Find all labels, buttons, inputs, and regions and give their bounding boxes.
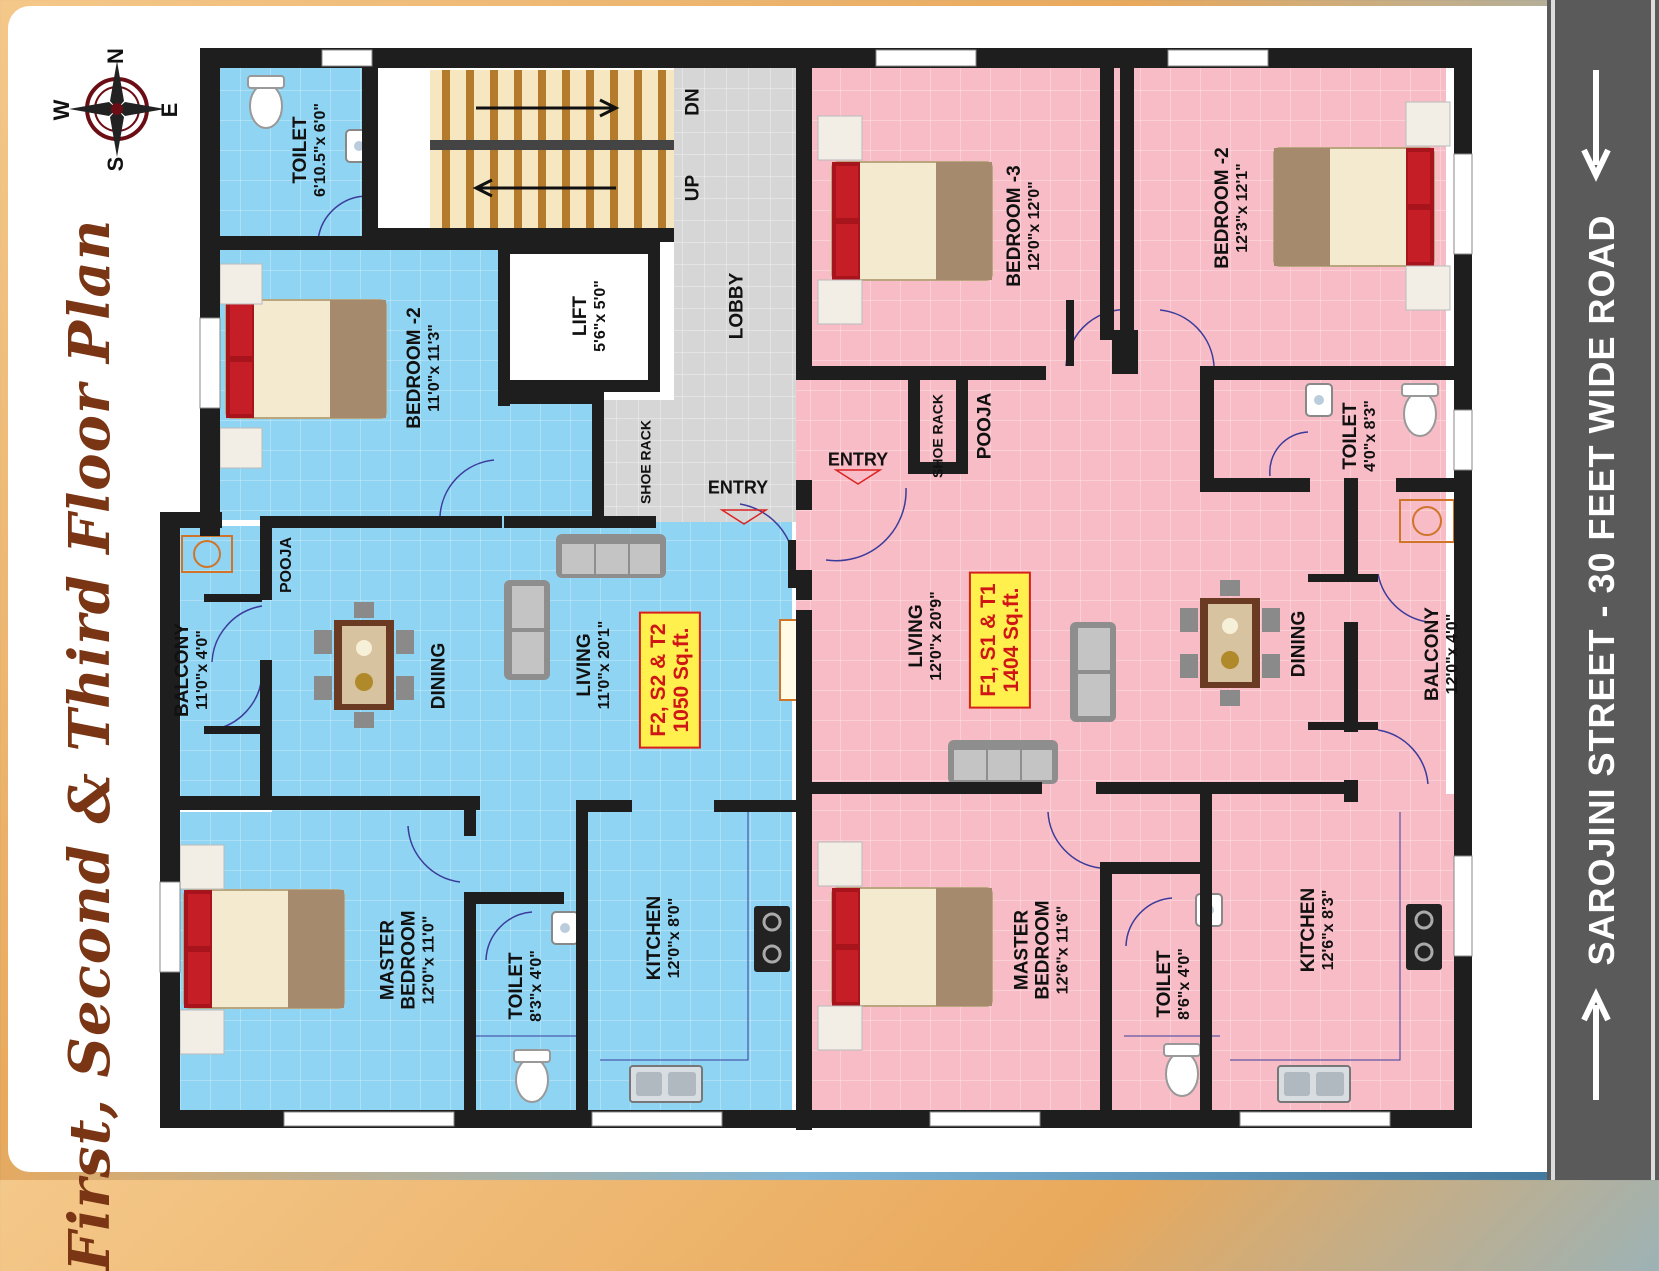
road-label: SAROJINI STREET - 30 FEET WIDE ROAD — [1581, 214, 1622, 966]
left-kitchen-label: KITCHEN 12'0"x 8'0" — [643, 895, 683, 981]
right-toilet-top-label: TOILET 4'0"x 8'3" — [1339, 400, 1379, 472]
right-bedroom2-label: BEDROOM -2 12'3"x 12'1" — [1211, 147, 1251, 269]
lift-label: LIFT 5'6"x 5'0" — [569, 280, 609, 352]
stairs-up-label: UP — [682, 174, 704, 202]
lobby-label: LOBBY — [726, 272, 748, 340]
right-toilet-bottom-label: TOILET 8'6"x 4'0" — [1153, 948, 1193, 1020]
left-pooja-label: POOJA — [278, 536, 296, 594]
left-unit-area-badge: F2, S2 & T2 1050 Sq.ft. — [638, 611, 702, 749]
left-toilet-top-label: TOILET 6'10.5"x 6'0" — [289, 103, 329, 197]
left-bedroom2-label: BEDROOM -2 11'0"x 11'3" — [403, 307, 443, 429]
compass-north: N — [103, 48, 128, 64]
right-master-bedroom-label: MASTER BEDROOM 12'6"x 11'6" — [1011, 900, 1072, 1000]
right-unit-area-badge: F1, S1 & T1 1404 Sq.ft. — [968, 571, 1032, 709]
lobby-shoe-rack-label: SHOE RACK — [637, 419, 654, 505]
left-living-label: LIVING 11'0"x 20'1" — [573, 620, 613, 710]
left-toilet-bottom-label: TOILET 8'3"x 4'0" — [505, 950, 545, 1022]
left-master-bedroom-label: MASTER BEDROOM 12'0"x 11'0" — [377, 910, 438, 1010]
stairs-down-label: DN — [682, 88, 704, 116]
left-dining-label: DINING — [428, 642, 450, 710]
right-balcony-label: BALCONY 12'0"x 4'0" — [1421, 607, 1461, 701]
floor-plan-drawing — [69, 0, 1659, 1180]
right-bedroom3-label: BEDROOM -3 12'0"x 12'0" — [1003, 165, 1043, 287]
right-pooja-label: POOJA — [974, 392, 996, 460]
left-balcony-label: BALCONY 11'0"x 4'0" — [171, 623, 211, 717]
compass-south: S — [103, 156, 128, 172]
right-shoe-rack-label: SHOE RACK — [929, 393, 946, 479]
right-dining-label: DINING — [1288, 610, 1310, 678]
right-entry-label: ENTRY — [827, 449, 889, 470]
compass-east: E — [157, 102, 182, 118]
compass-rose — [69, 61, 165, 157]
lobby-entry-label: ENTRY — [707, 477, 769, 498]
compass-west: W — [49, 99, 74, 121]
staircase — [430, 70, 674, 228]
plan-title: First, Second & Third Floor Plan — [57, 218, 123, 1271]
right-kitchen-label: KITCHEN 12'6"x 8'3" — [1297, 887, 1337, 973]
right-living-label: LIVING 12'0"x 20'9" — [905, 591, 945, 681]
